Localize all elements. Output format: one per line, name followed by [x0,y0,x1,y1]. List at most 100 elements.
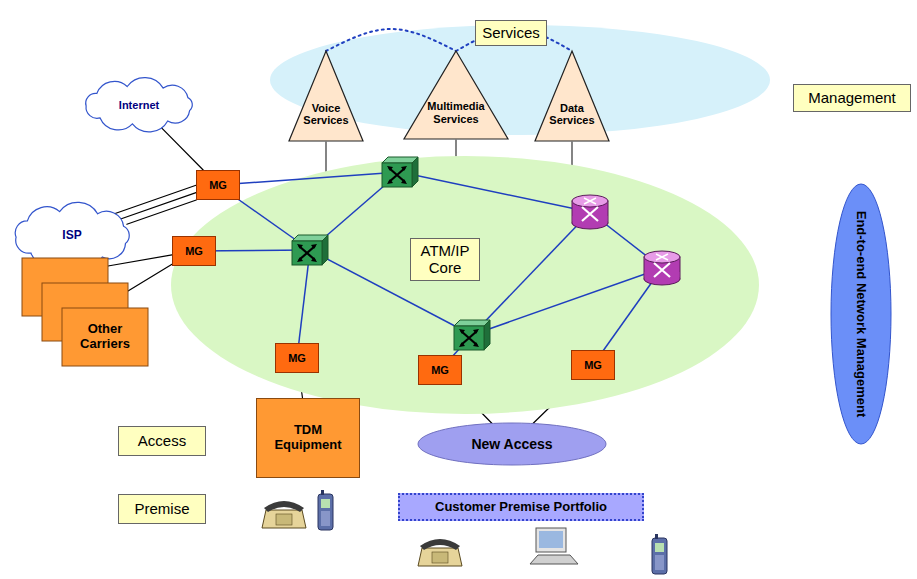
desk-phone-icon-part [276,514,292,525]
node-label: Management [808,89,896,106]
mobile-phone-icon-part [321,490,324,495]
desk-phone-icon-part [432,552,448,563]
computer-icon-part [530,555,578,564]
node-label: Services [482,24,540,41]
cloud-outline [86,78,193,132]
service-triangle: Voice Services [288,50,364,142]
atm-switch [292,235,328,265]
node-label: MG [431,364,449,377]
carrier-box [62,308,148,366]
node-label: Internet [119,99,159,112]
mobile-phone-icon-part [318,494,333,530]
network-cloud: Internet [78,78,200,132]
node-label: ATM/IP Core [410,238,480,281]
connector [112,185,196,214]
node-label: Multimedia Services [416,100,496,125]
node-label: MG [185,245,203,258]
connector [325,142,326,171]
triangle-outline [535,51,609,141]
computer-icon-part [536,528,566,552]
mobile-phone-icon-part [321,511,330,526]
service-triangle-outline [534,50,610,142]
media-gateway: MG [172,236,216,266]
connector [455,140,456,156]
mesh-link-part [590,212,662,268]
portfolio-box: Customer Premise Portfolio [398,493,644,521]
carrier-stack: Other Carriers [22,258,148,366]
mesh-link-part [440,335,472,370]
mesh-link-part [310,250,472,335]
heading-box: Management [793,84,911,112]
service-triangle: Multimedia Services [403,50,509,140]
service-triangle-outline [288,50,364,142]
atm-switch [382,157,418,187]
mobile-phone-icon [318,490,333,530]
desk-phone-icon [262,501,306,528]
connector [121,193,196,219]
ip-router [572,195,608,229]
node-label: End-to-end Network Management [854,211,869,418]
desk-phone-icon [418,539,462,566]
equipment-box: TDM Equipment [256,398,360,478]
mobile-phone-icon-part [652,538,667,574]
mesh-link-part [194,250,310,251]
desk-phone-icon-part [262,510,306,528]
desk-phone-icon-part [420,539,460,550]
media-gateway: MG [571,350,615,380]
node-label: MG [584,359,602,372]
atm-switch [454,320,490,350]
mesh-link-part [218,185,310,250]
desk-phone-icon-part [418,548,462,566]
heading-box: Premise [118,494,206,524]
core-network: ATM/IP Core [170,155,760,415]
core-network-outline [170,155,760,415]
mesh-link-part [297,250,310,358]
node-label: Access [138,432,186,449]
node-label: Other Carriers [62,308,148,366]
mesh-link-part [472,212,590,335]
ellipse-outline [171,156,759,414]
computer-icon [530,528,578,564]
heading-box: Access [118,426,206,456]
node-label: ISP [62,229,81,243]
management-ellipse: End-to-end Network Management [830,183,892,445]
node-label: Voice Services [299,102,352,127]
mesh-link [194,172,662,370]
mobile-phone-icon [652,534,667,574]
node-label: MG [209,179,227,192]
ellipse-outline [831,184,891,444]
node-label: Premise [134,500,189,517]
mobile-phone-icon-part [321,499,330,508]
node-label: Data Services [545,102,598,127]
connector [571,142,572,165]
service-triangle: Data Services [534,50,610,142]
connector [128,264,172,291]
mobile-phone-icon-part [655,543,664,552]
triangle-outline [404,51,508,139]
mesh-link-part [310,172,400,250]
ellipse-outline [418,423,606,465]
media-gateway: MG [196,170,240,200]
connector [326,29,456,51]
connector [127,200,196,224]
node-label: TDM Equipment [266,423,350,453]
access-ellipse: New Access [417,422,607,466]
media-gateway: MG [275,343,319,373]
node-label: MG [288,352,306,365]
mobile-phone-icon-part [655,555,664,570]
node-label: Customer Premise Portfolio [435,500,607,515]
desk-phone-icon-part [264,501,304,512]
mesh-link-part [218,172,400,185]
heading-box: Services [475,20,547,46]
connector [160,126,203,170]
node-label: New Access [471,436,552,452]
triangle-outline [289,51,363,141]
mesh-link-part [400,172,590,212]
mobile-phone-icon-part [655,534,658,539]
mesh-link-part [472,268,662,335]
mesh-link-part [593,268,662,365]
computer-icon-part [539,531,563,548]
service-triangle-outline [403,50,509,140]
